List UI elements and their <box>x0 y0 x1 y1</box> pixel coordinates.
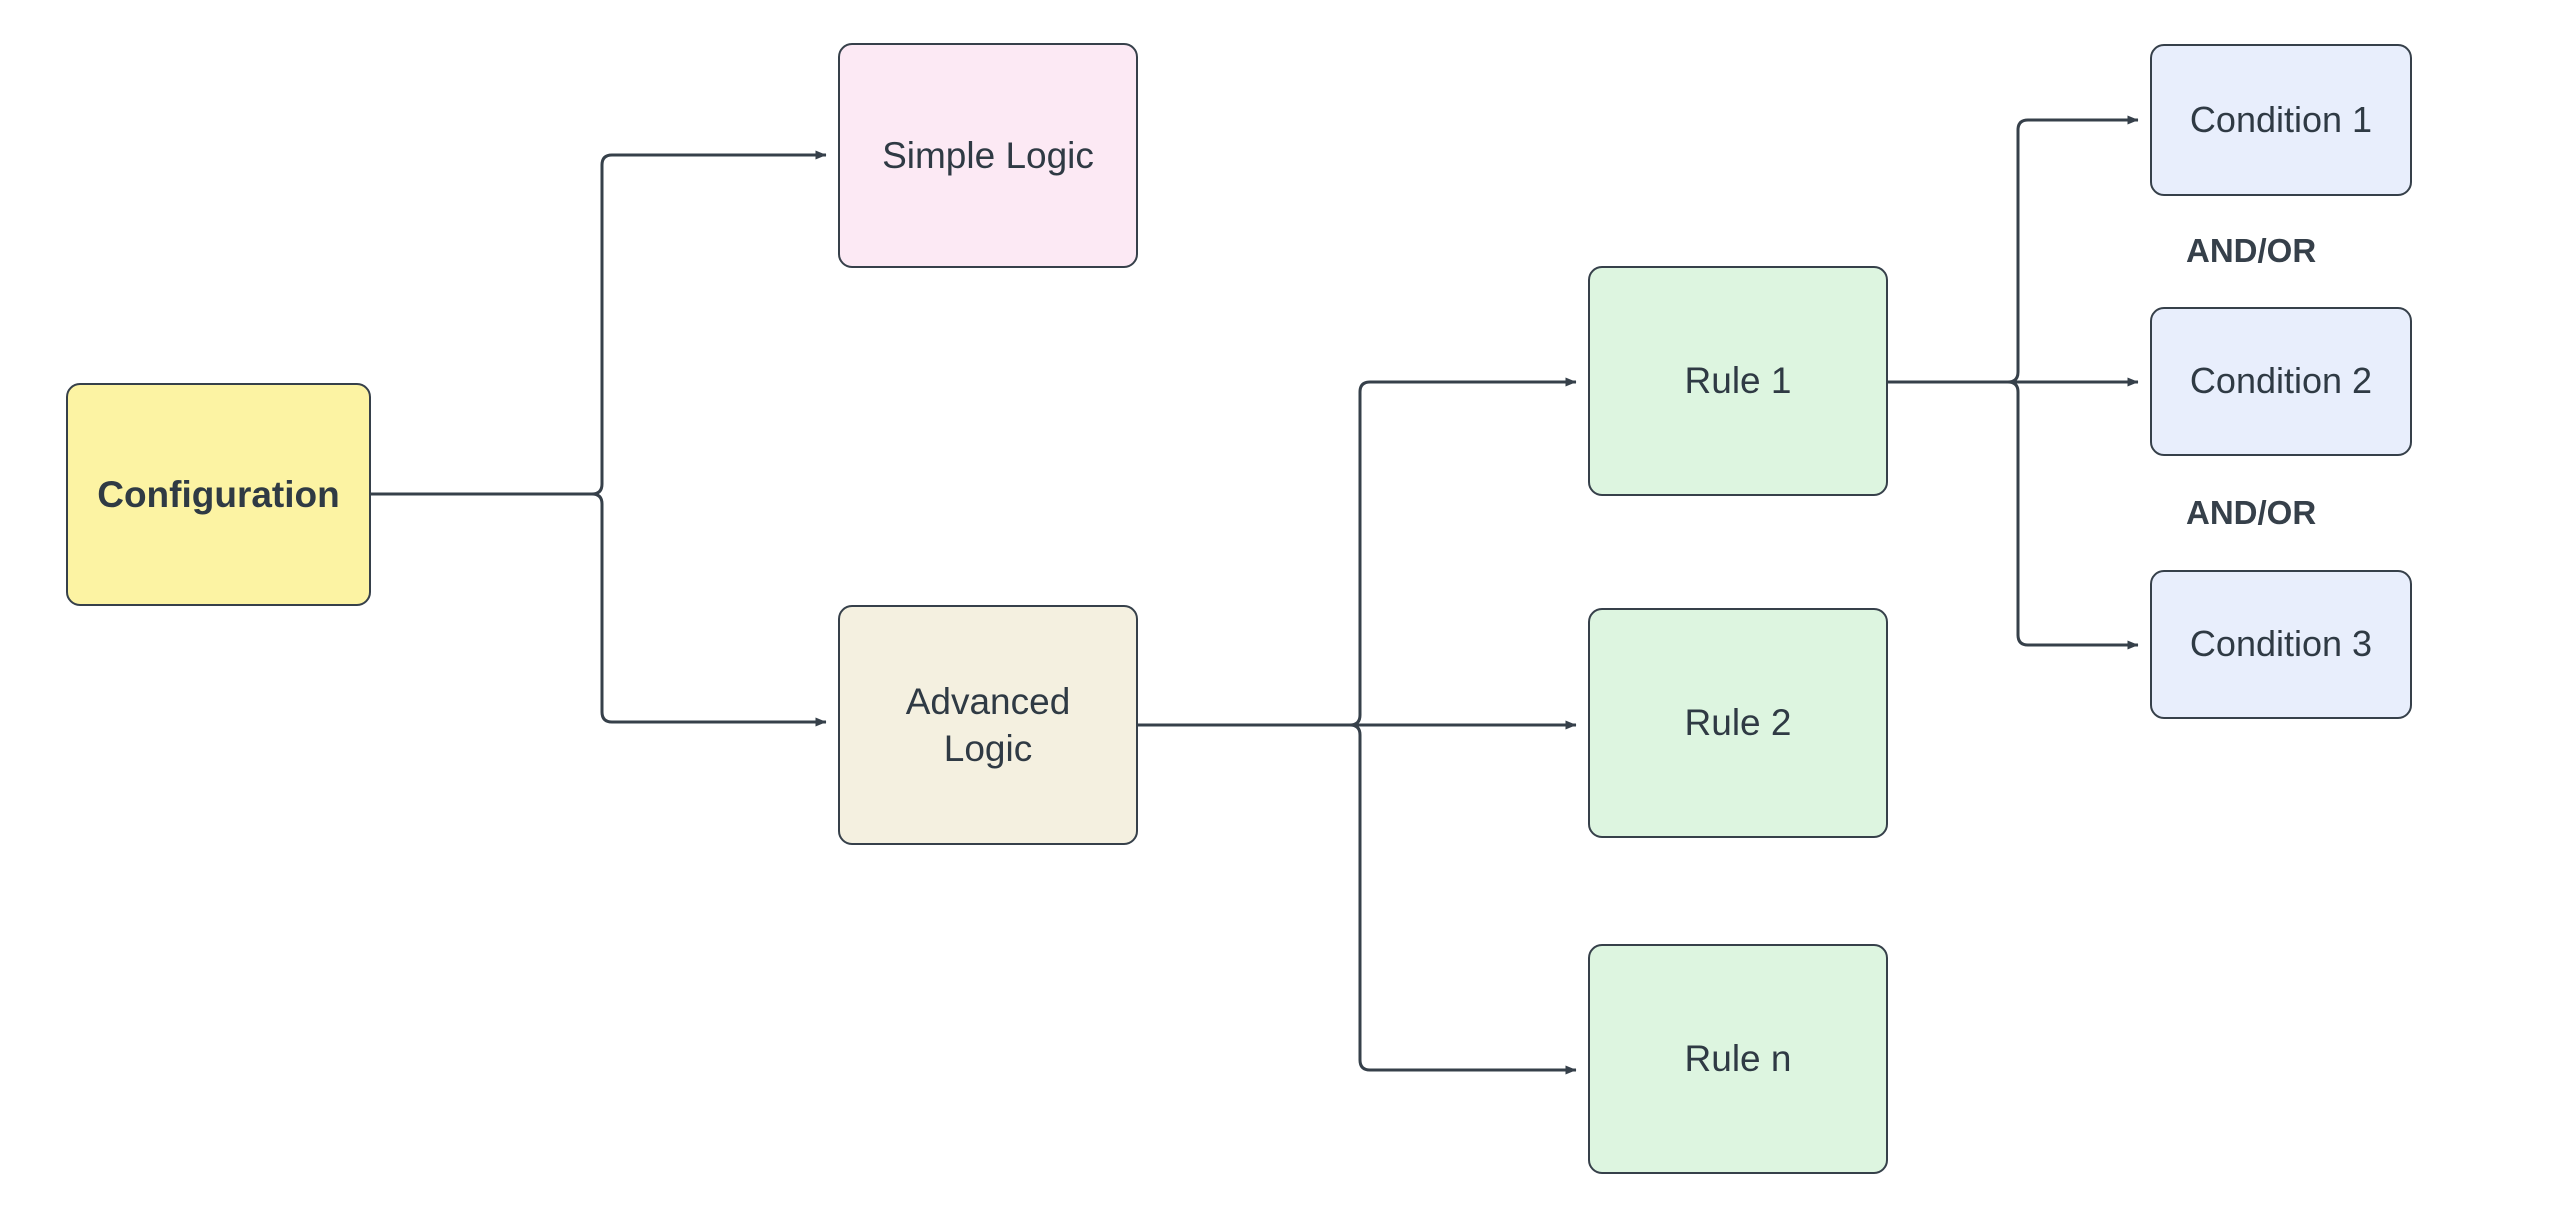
node-configuration[interactable]: Configuration <box>66 383 371 606</box>
node-rule-n[interactable]: Rule n <box>1588 944 1888 1174</box>
edge-configuration-to-simple-logic <box>371 150 827 496</box>
edge-advanced-logic-to-rule-1 <box>1138 377 1577 727</box>
node-condition-2[interactable]: Condition 2 <box>2150 307 2412 456</box>
node-condition-3[interactable]: Condition 3 <box>2150 570 2412 719</box>
node-simple-logic[interactable]: Simple Logic <box>838 43 1138 268</box>
edge-rule-1-to-condition-1 <box>1888 115 2139 384</box>
node-rule-1[interactable]: Rule 1 <box>1588 266 1888 496</box>
node-condition-1[interactable]: Condition 1 <box>2150 44 2412 196</box>
edge-configuration-to-advanced-logic <box>371 492 827 727</box>
node-rule-2[interactable]: Rule 2 <box>1588 608 1888 838</box>
edge-advanced-logic-to-rule-n <box>1138 723 1577 1075</box>
operator-label-and-or-2: AND/OR <box>2186 494 2317 531</box>
edge-rule-1-to-condition-3 <box>1888 380 2139 650</box>
operator-label-and-or-1: AND/OR <box>2186 232 2317 269</box>
node-advanced-logic[interactable]: Advanced Logic <box>838 605 1138 845</box>
